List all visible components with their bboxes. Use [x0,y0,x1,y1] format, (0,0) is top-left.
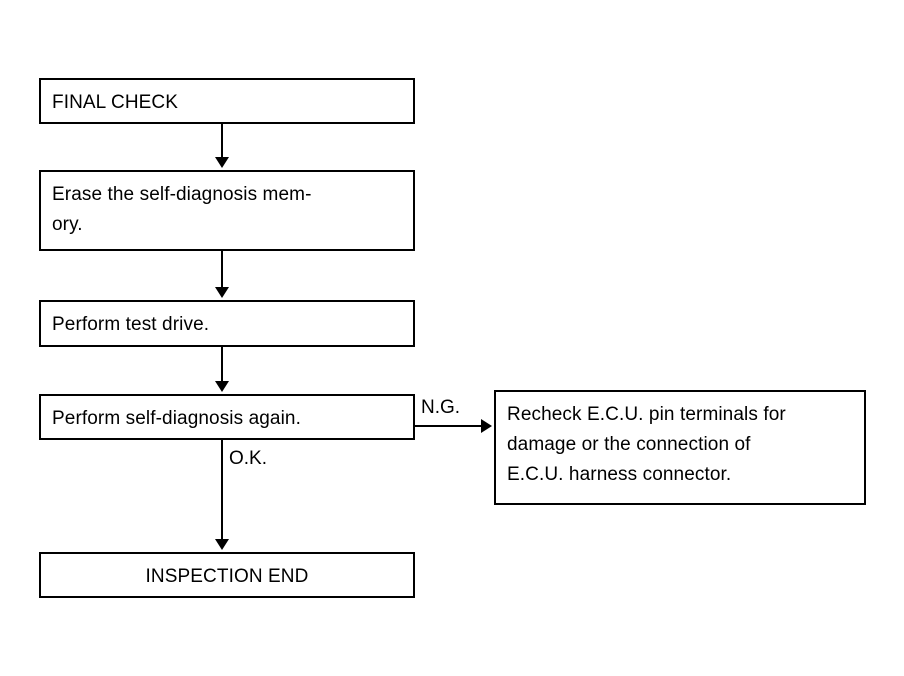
node-inspection-end-label: INSPECTION END [145,566,309,587]
arrowhead-erase-to-test-drive [215,287,229,298]
node-erase-memory-label: Erase the self-diagnosis mem- ory. [52,184,312,235]
connector-test-drive-to-self-diagnosis [221,347,223,383]
node-inspection-end: INSPECTION END [39,552,415,598]
arrowhead-ok-branch [215,539,229,550]
arrowhead-final-check-to-erase [215,157,229,168]
connector-erase-to-test-drive [221,251,223,289]
node-final-check: FINAL CHECK [39,78,415,124]
edge-label-ng: N.G. [421,397,461,418]
node-erase-memory: Erase the self-diagnosis mem- ory. [39,170,415,251]
node-test-drive: Perform test drive. [39,300,415,347]
arrowhead-test-drive-to-self-diagnosis [215,381,229,392]
edge-label-ok: O.K. [229,448,268,469]
connector-final-check-to-erase [221,124,223,159]
node-self-diagnosis-again: Perform self-diagnosis again. [39,394,415,440]
node-final-check-label: FINAL CHECK [52,92,179,113]
arrowhead-ng-branch [481,419,492,433]
node-recheck-ecu: Recheck E.C.U. pin terminals for damage … [494,390,866,505]
node-self-diagnosis-again-label: Perform self-diagnosis again. [52,408,301,429]
node-recheck-ecu-label: Recheck E.C.U. pin terminals for damage … [507,404,786,485]
connector-ng-branch [415,425,481,427]
node-test-drive-label: Perform test drive. [52,314,210,335]
connector-ok-branch [221,440,223,541]
